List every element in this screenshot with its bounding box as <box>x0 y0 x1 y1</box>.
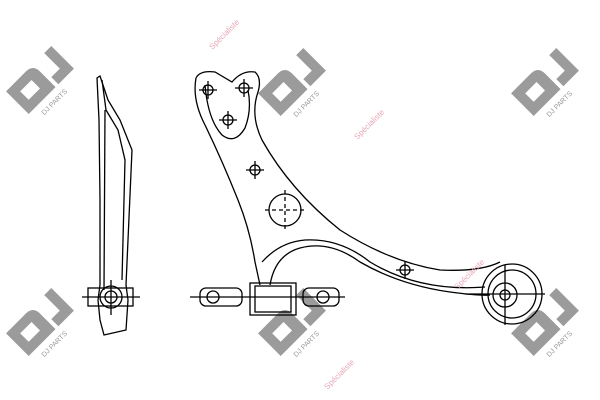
hole-center-mark <box>235 79 253 97</box>
hole-center-mark <box>396 261 414 279</box>
hole-center-mark <box>219 111 237 129</box>
hole-center-mark <box>199 81 217 99</box>
hole-center-mark <box>246 161 264 179</box>
side-view <box>82 74 140 336</box>
top-view <box>190 70 545 325</box>
